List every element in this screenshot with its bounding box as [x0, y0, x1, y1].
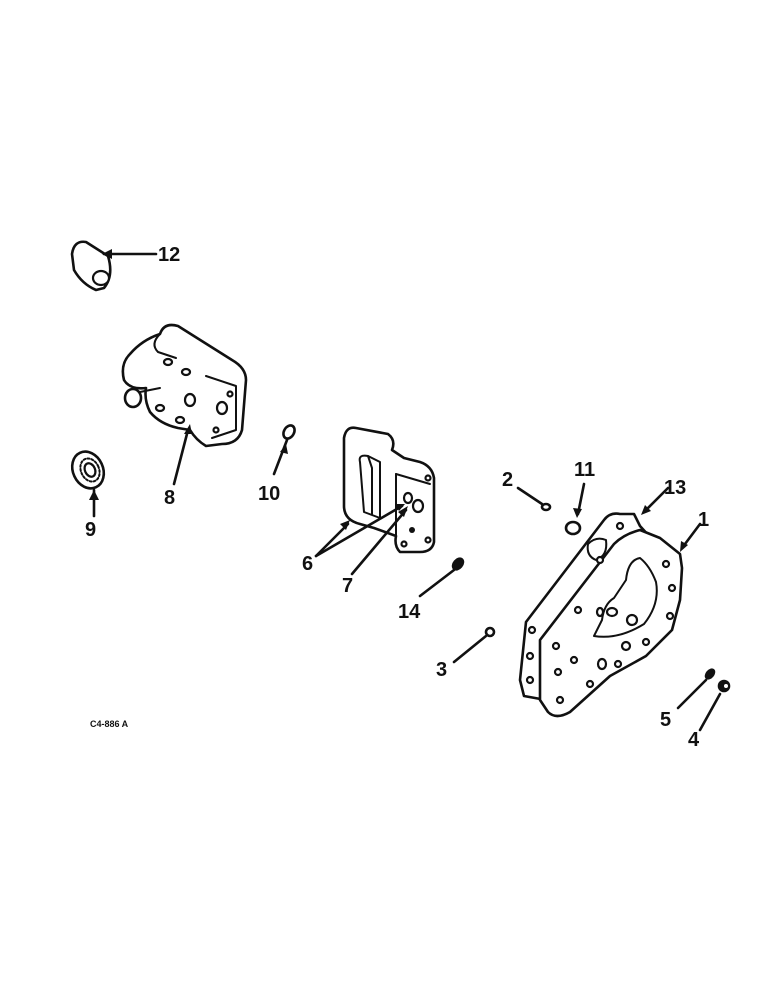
callout-8: 8	[164, 487, 175, 509]
callout-14: 14	[398, 601, 421, 623]
callout-6: 6	[302, 553, 313, 575]
part-8-hydraulic-pump: 8	[121, 323, 248, 509]
part-12-elbow-fitting: 12	[70, 240, 180, 292]
part-4-nut: 4	[688, 679, 731, 751]
part-14-bolt: 14	[398, 557, 465, 623]
adapter-block: 6 7	[302, 426, 436, 597]
callout-9: 9	[85, 519, 96, 541]
callout-1: 1	[698, 509, 709, 531]
part-10-key: 10	[258, 424, 296, 505]
part-9-drive-gear: 9	[70, 450, 106, 541]
callout-3: 3	[436, 659, 447, 681]
part-5-stud: 5	[660, 668, 716, 731]
callout-5: 5	[660, 709, 671, 731]
callout-2: 2	[502, 469, 513, 491]
callout-11: 11	[574, 459, 595, 481]
part-11-o-ring: 11	[564, 459, 595, 536]
callout-10: 10	[258, 483, 280, 505]
callout-13: 13	[664, 477, 686, 499]
callout-7: 7	[342, 575, 353, 597]
part-3-bolt: 3	[436, 626, 496, 681]
callout-4: 4	[688, 729, 700, 751]
part-1-13-gasket-plates: 13 1	[518, 477, 709, 718]
part-2-bolt: 2	[502, 469, 552, 512]
figure-caption: C4-886 A	[90, 719, 129, 729]
callout-12: 12	[158, 244, 180, 266]
